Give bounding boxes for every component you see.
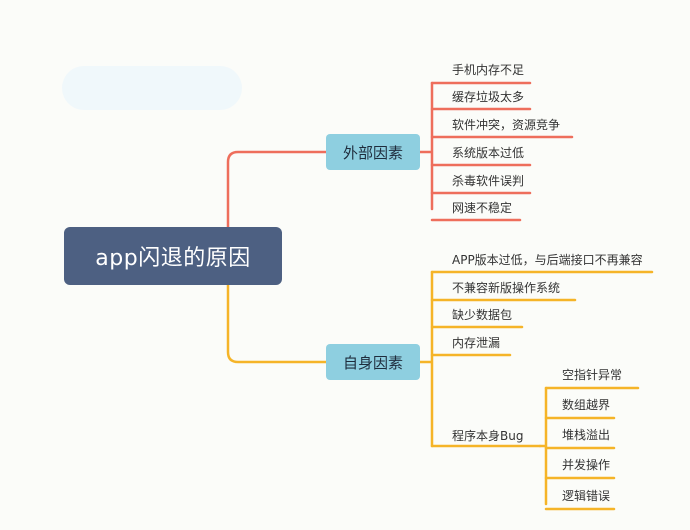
- sub-leaf-node[interactable]: 数组越界: [562, 398, 611, 412]
- leaf-node[interactable]: 不兼容新版操作系统: [452, 281, 561, 295]
- sub-leaf-node[interactable]: 逻辑错误: [562, 489, 611, 503]
- connector-root-to-external: [226, 150, 330, 229]
- sub-leaf-node[interactable]: 堆栈溢出: [562, 428, 611, 442]
- leaf-node-bug[interactable]: 程序本身Bug: [452, 429, 524, 443]
- leaf-node[interactable]: 网速不稳定: [452, 201, 513, 215]
- branch-node-internal[interactable]: 自身因素: [326, 344, 420, 380]
- sub-leaf-node[interactable]: 并发操作: [562, 458, 611, 472]
- connector-root-to-internal: [226, 283, 330, 364]
- branch-node-external[interactable]: 外部因素: [326, 134, 420, 170]
- leaf-node[interactable]: 缺少数据包: [452, 308, 513, 322]
- background-highlight: [62, 66, 242, 110]
- leaf-node[interactable]: 缓存垃圾太多: [452, 90, 525, 104]
- leaf-node[interactable]: 内存泄漏: [452, 336, 501, 350]
- connector-bug-to-subitems: [538, 386, 548, 506]
- sub-leaf-node[interactable]: 空指针异常: [562, 368, 623, 382]
- root-node[interactable]: app闪退的原因: [64, 227, 282, 285]
- leaf-node[interactable]: 软件冲突，资源竞争: [452, 118, 561, 132]
- connector-external-to-leaves: [418, 81, 434, 211]
- leaf-node[interactable]: 杀毒软件误判: [452, 174, 525, 188]
- connector-internal-to-leaves: [418, 270, 434, 448]
- leaf-node[interactable]: APP版本过低，与后端接口不再兼容: [452, 253, 643, 267]
- leaf-node[interactable]: 系统版本过低: [452, 146, 525, 160]
- leaf-node[interactable]: 手机内存不足: [452, 63, 525, 77]
